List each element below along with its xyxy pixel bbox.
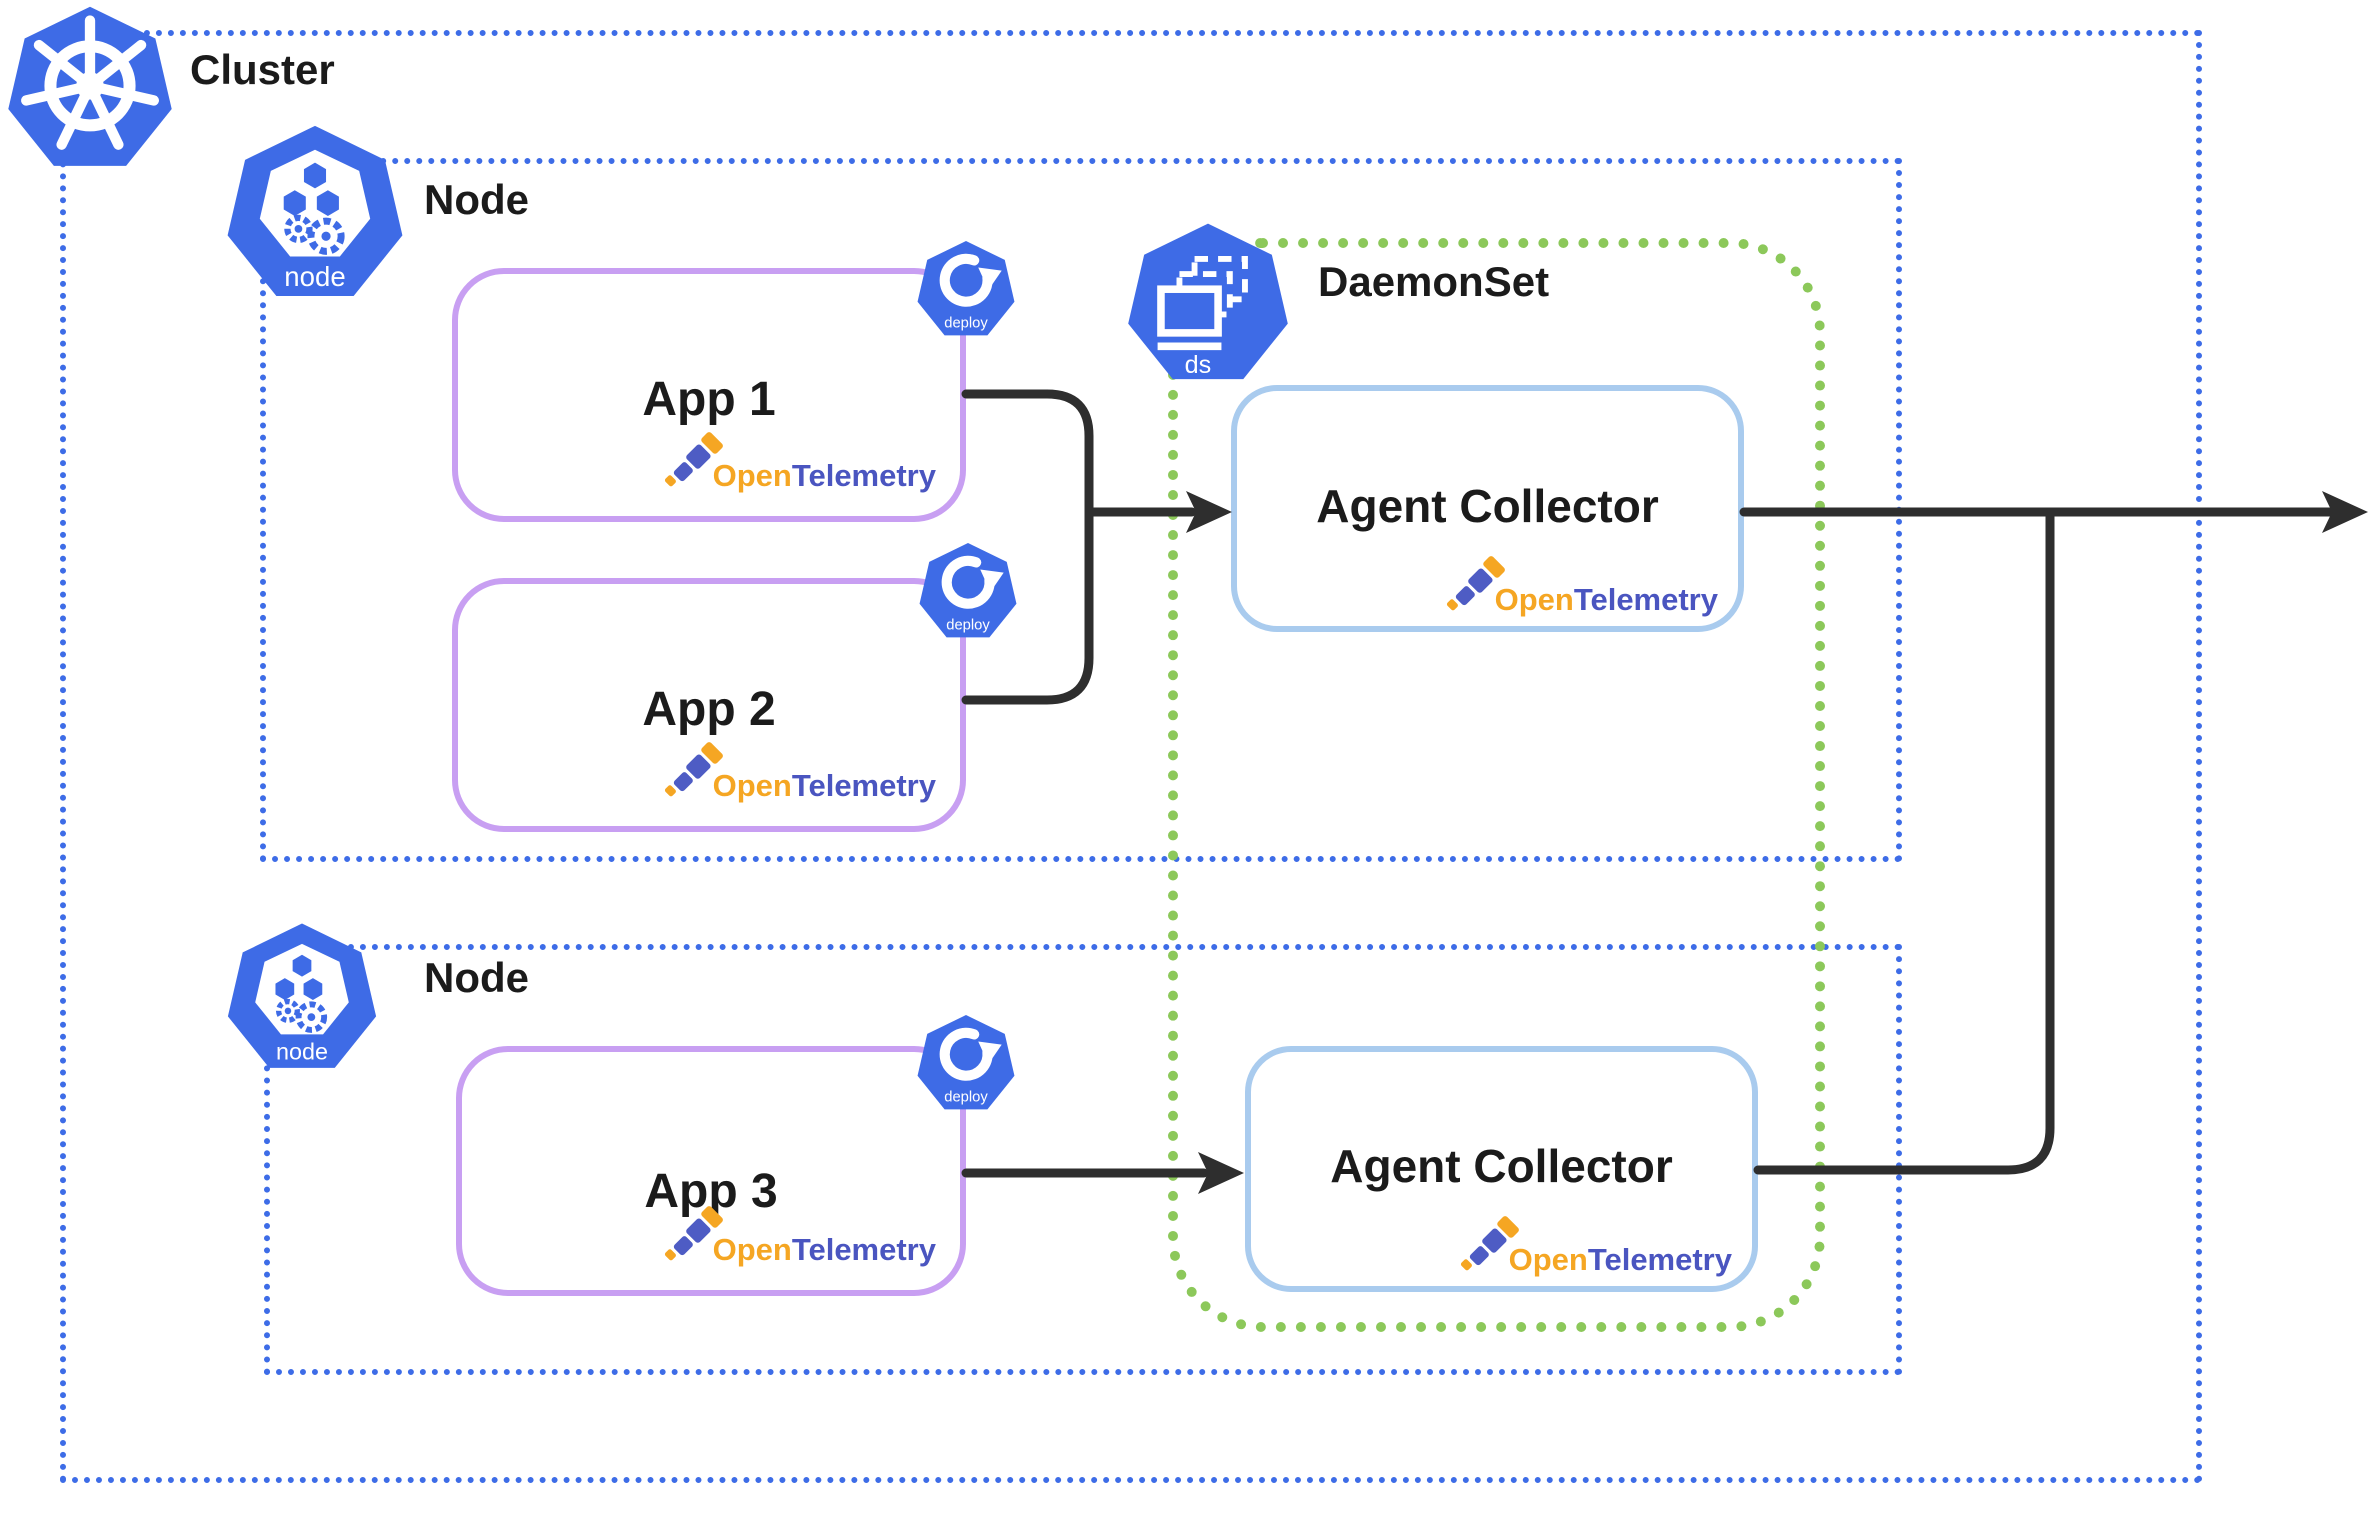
deploy-badge-icon: deploy [917, 241, 1015, 336]
opentelemetry-telescope-icon [1446, 556, 1505, 611]
deploy-badge-caption: deploy [946, 618, 990, 634]
node-icon-caption: node [284, 261, 345, 292]
deploy-badge-caption: deploy [944, 1090, 988, 1106]
otel-wordmark-open: Open [1508, 1242, 1588, 1277]
otel-wordmark-open: Open [712, 768, 792, 803]
node-icon: node [227, 923, 377, 1068]
opentelemetry-telescope-icon [664, 1206, 723, 1261]
otel-wordmark-telemetry: Telemetry [791, 1232, 936, 1267]
arrowhead-exit-right [2322, 491, 2368, 533]
node-icon-caption: node [276, 1038, 328, 1064]
otel-wordmark-open: Open [1494, 582, 1574, 617]
otel-wordmark-telemetry: Telemetry [1573, 582, 1718, 617]
otel-wordmark-open: Open [712, 1232, 792, 1267]
kubernetes-cluster-icon [8, 6, 172, 166]
daemonset-icon-caption: ds [1185, 351, 1212, 379]
otel-wordmark-telemetry: Telemetry [1587, 1242, 1732, 1277]
app-2-label: App 2 [642, 683, 776, 736]
app-1-label: App 1 [642, 373, 776, 426]
deploy-badge-icon: deploy [917, 1015, 1015, 1110]
opentelemetry-telescope-icon [1460, 1216, 1519, 1271]
agent-collector-2-label: Agent Collector [1330, 1139, 1673, 1192]
deploy-badge-caption: deploy [944, 316, 988, 332]
cluster-boundary [60, 30, 2202, 1483]
daemonset-icon: ds [1128, 223, 1288, 379]
otel-wordmark-telemetry: Telemetry [791, 768, 936, 803]
cluster-label: Cluster [190, 46, 335, 93]
node-icon: node [227, 125, 403, 297]
opentelemetry-telescope-icon [664, 432, 723, 487]
deploy-badge-icon: deploy [919, 543, 1017, 638]
opentelemetry-telescope-icon [664, 742, 723, 797]
otel-wordmark-telemetry: Telemetry [791, 458, 936, 493]
otel-wordmark-open: Open [712, 458, 792, 493]
daemonset-label: DaemonSet [1318, 258, 1550, 305]
node-2-label: Node [424, 954, 529, 1001]
agent-collector-1-label: Agent Collector [1316, 479, 1659, 532]
node-1-label: Node [424, 176, 529, 223]
